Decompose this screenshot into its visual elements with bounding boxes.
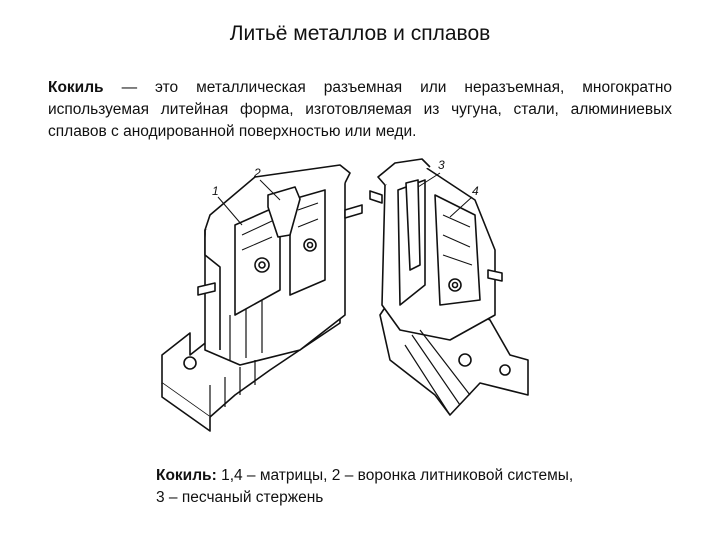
- definition-paragraph: Кокиль — это металлическая разъемная или…: [48, 77, 672, 143]
- caption-text: 1,4 – матрицы, 2 – воронка литниковой си…: [156, 467, 574, 506]
- caption-term: Кокиль:: [156, 467, 217, 484]
- figure-caption: Кокиль: 1,4 – матрицы, 2 – воронка литни…: [156, 465, 576, 509]
- chill-mold-drawing: 1 2 3 4: [161, 158, 529, 432]
- page-title: Литьё металлов и сплавов: [229, 22, 491, 45]
- chill-mold-illustration: 1 2 3 4: [150, 155, 550, 455]
- label-1: 1: [212, 184, 219, 198]
- label-3: 3: [438, 158, 445, 172]
- definition-text: — это металлическая разъемная или неразъ…: [48, 79, 672, 140]
- label-2: 2: [253, 166, 261, 180]
- label-4: 4: [472, 184, 479, 198]
- sand-core: [405, 179, 421, 271]
- definition-term: Кокиль: [48, 79, 104, 96]
- pouring-funnel: [267, 186, 301, 238]
